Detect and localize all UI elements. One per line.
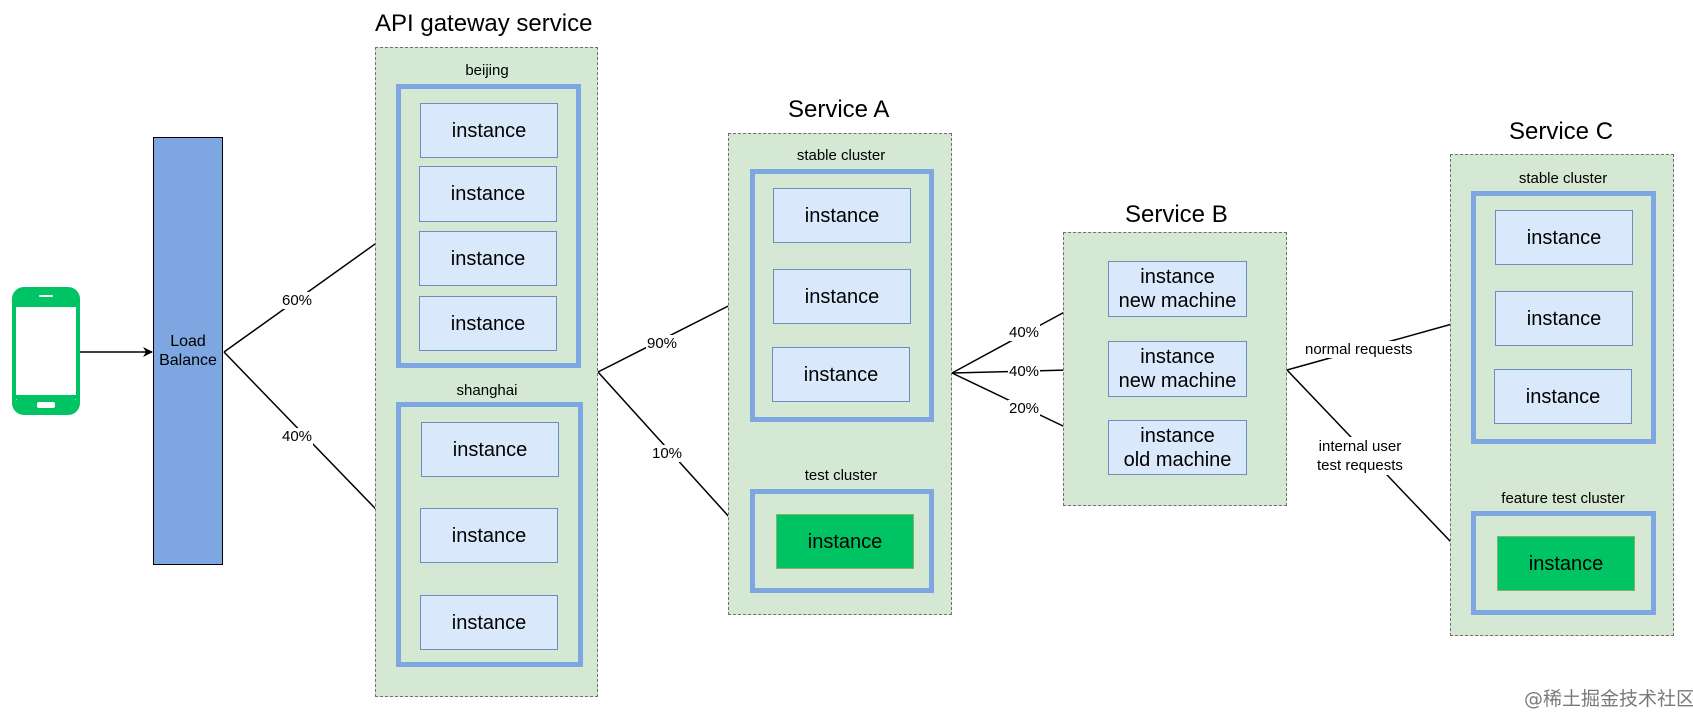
service-b-instance-3: instance old machine	[1108, 420, 1247, 475]
service-b-instance-3-line2: old machine	[1123, 448, 1232, 471]
edge-label-b-c-internal: internal user test requests	[1316, 437, 1404, 475]
beijing-instance-4: instance	[419, 296, 557, 351]
edge-label-b-c-internal-line2: test requests	[1317, 457, 1403, 474]
load-balancer-label-line2: Balance	[159, 352, 217, 369]
edge-label-lb-shanghai: 40%	[281, 428, 314, 445]
edge-label-lb-beijing: 60%	[281, 292, 314, 309]
service-a-instance-2: instance	[773, 269, 911, 324]
service-a-title: Service A	[788, 96, 890, 123]
service-c-feature-cluster	[1471, 511, 1656, 615]
beijing-instance-3: instance	[419, 231, 557, 286]
service-b-instance-1: instance new machine	[1108, 261, 1247, 317]
service-b-instance-2: instance new machine	[1108, 341, 1247, 397]
service-c-title: Service C	[1509, 118, 1614, 145]
beijing-cluster	[396, 84, 581, 368]
service-a-test-cluster	[750, 489, 934, 593]
edge-label-b-c-internal-line1: internal user	[1318, 438, 1402, 455]
arrow-gw-to-stable	[597, 294, 751, 373]
edge-label-a-b1: 40%	[1008, 324, 1041, 341]
edge-label-a-b3: 20%	[1008, 400, 1041, 417]
load-balancer: Load Balance	[153, 137, 223, 565]
service-a-test-label: test cluster	[804, 467, 878, 484]
service-c-stable-label: stable cluster	[1518, 170, 1608, 187]
service-a-test-instance: instance	[776, 514, 914, 569]
service-c-feature-instance: instance	[1497, 536, 1635, 591]
edge-label-b-c-normal: normal requests	[1304, 341, 1414, 358]
beijing-instance-2: instance	[419, 166, 557, 222]
shanghai-instance-3: instance	[420, 595, 558, 650]
site-watermark: @稀土掘金技术社区	[1524, 688, 1693, 710]
shanghai-instance-1: instance	[421, 422, 559, 477]
shanghai-instance-2: instance	[420, 508, 558, 563]
edge-label-a-b2: 40%	[1008, 363, 1041, 380]
api-gateway-title: API gateway service	[375, 10, 593, 37]
service-b-instance-3-line1: instance	[1140, 424, 1215, 447]
service-b-instance-1-line2: new machine	[1118, 290, 1237, 312]
edge-label-gw-test: 10%	[651, 445, 684, 462]
edge-label-gw-stable: 90%	[646, 335, 679, 352]
service-b-instance-2-line2: new machine	[1118, 370, 1237, 392]
beijing-instance-1: instance	[420, 103, 558, 158]
shanghai-cluster	[396, 402, 583, 667]
service-b-instance-2-line1: instance	[1140, 346, 1215, 368]
service-a-instance-1: instance	[773, 188, 911, 243]
service-b-title: Service B	[1125, 201, 1228, 228]
arrow-lb-to-beijing	[223, 228, 397, 353]
service-a-stable-label: stable cluster	[796, 147, 886, 164]
beijing-label: beijing	[465, 62, 509, 79]
service-b-instance-1-line1: instance	[1140, 266, 1215, 288]
service-c-instance-3: instance	[1494, 369, 1632, 424]
shanghai-label: shanghai	[456, 382, 518, 399]
service-c-feature-label: feature test cluster	[1501, 490, 1625, 507]
service-c-instance-2: instance	[1495, 291, 1633, 346]
service-c-stable-cluster	[1471, 191, 1656, 444]
service-a-stable-cluster	[750, 169, 934, 422]
service-a-instance-3: instance	[772, 347, 910, 402]
phone-icon	[12, 287, 80, 415]
load-balancer-label-line1: Load	[170, 333, 206, 350]
service-c-instance-1: instance	[1495, 210, 1633, 265]
